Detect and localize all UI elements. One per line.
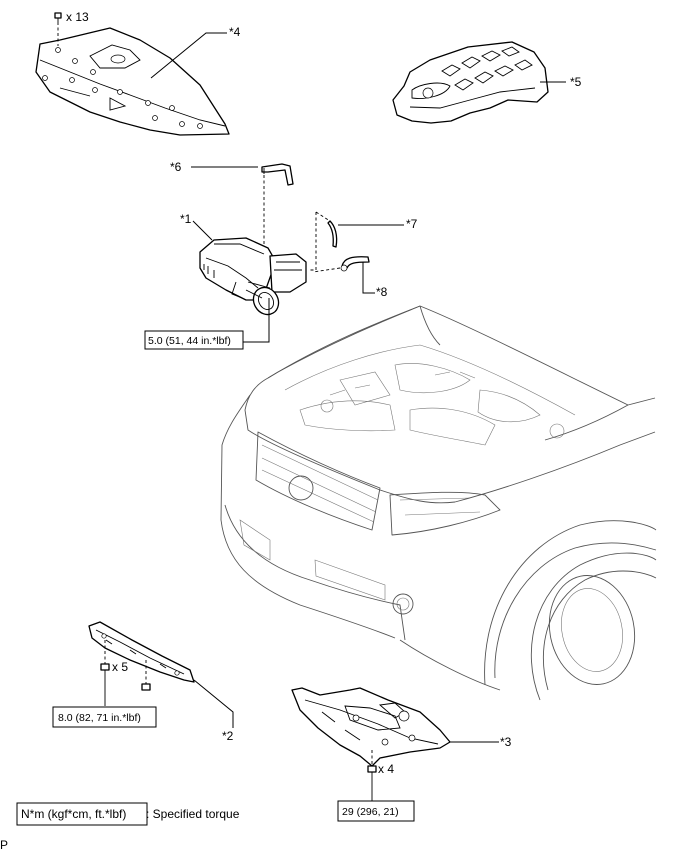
callout-4: *4 — [229, 25, 241, 39]
bolt-icon — [100, 640, 151, 706]
part-4-engine-cover-shield — [35, 27, 230, 136]
callout-2: *2 — [222, 729, 234, 743]
bolt-icon — [54, 12, 62, 46]
bolt-quantity-top: x 13 — [66, 10, 89, 24]
part-5-engine-cover — [392, 41, 549, 124]
leader-line-2 — [193, 679, 234, 728]
bolt-icon — [367, 750, 377, 802]
legend-unit-box — [16, 802, 148, 826]
legend-description: : Specified torque — [146, 807, 240, 821]
corner-code: P — [0, 838, 8, 852]
bolt-quantity-part-3: x 4 — [378, 762, 394, 776]
callout-5: *5 — [570, 75, 582, 89]
part-2-bracket — [88, 621, 195, 683]
callout-7: *7 — [406, 217, 418, 231]
vehicle-front-illustration — [220, 305, 657, 701]
torque-box-2 — [52, 706, 157, 728]
torque-value-3: 29 (296, 21) — [342, 806, 399, 818]
connection-line — [312, 267, 341, 273]
torque-value-1: 5.0 (51, 44 in.*lbf) — [148, 335, 231, 347]
callout-1: *1 — [180, 212, 192, 226]
torque-box-1 — [144, 330, 244, 350]
part-3-skid-plate — [291, 687, 451, 767]
leader-line-4 — [150, 32, 227, 79]
legend-unit-text: N*m (kgf*cm, ft.*lbf) — [21, 807, 126, 821]
torque-value-2: 8.0 (82, 71 in.*lbf) — [58, 712, 141, 724]
part-7-hose — [327, 220, 338, 248]
leader-line-1 — [192, 220, 213, 241]
connection-line — [308, 211, 331, 271]
callout-6: *6 — [170, 160, 182, 174]
part-1-air-cleaner-assembly — [199, 237, 307, 316]
bolt-quantity-part-2: x 5 — [112, 660, 128, 674]
leader-line-8 — [362, 262, 375, 294]
leader-line-torque-1 — [243, 298, 270, 343]
part-8-hose — [340, 256, 370, 272]
part-6-hose — [261, 163, 294, 186]
callout-8: *8 — [376, 285, 388, 299]
torque-box-3 — [337, 800, 415, 822]
callout-3: *3 — [500, 735, 512, 749]
